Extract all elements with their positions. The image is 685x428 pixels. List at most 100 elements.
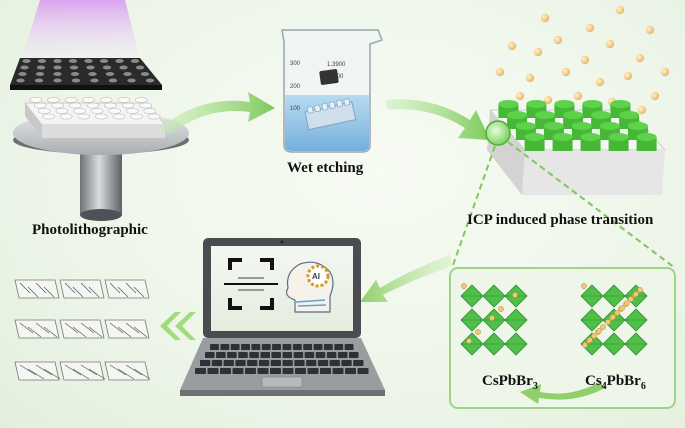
cs-ion	[614, 310, 619, 315]
icp-pillar-top	[572, 122, 592, 130]
keyboard-key	[235, 360, 245, 366]
cs-ion	[461, 283, 466, 288]
sample-thumbnail	[60, 362, 104, 380]
keyboard-key	[330, 360, 340, 366]
icp-pillar-top	[600, 122, 620, 130]
etched-pillar	[344, 99, 350, 106]
ion-particle	[574, 92, 582, 100]
icp-pillar-top	[554, 100, 574, 108]
ion-particle	[638, 106, 646, 114]
mask-hole	[127, 79, 135, 83]
substrate-pillar	[100, 97, 112, 102]
ion-particle	[624, 72, 632, 80]
substrate-pillar	[140, 103, 152, 108]
icp-pillar-top	[609, 133, 629, 141]
label-wet-etching: Wet etching	[287, 160, 363, 177]
cs-ion	[610, 314, 615, 319]
mask-hole	[100, 59, 108, 63]
keyboard-key	[308, 368, 319, 374]
cs-ion	[596, 328, 601, 333]
beaker-mark-100: 100	[290, 106, 301, 112]
ion-particle	[516, 92, 524, 100]
icp-pillar-top	[516, 122, 536, 130]
cs-ion	[624, 300, 629, 305]
formula-cspbbr3: CsPbBr	[482, 373, 533, 389]
mask-hole	[22, 59, 30, 63]
sample-thumbnail	[15, 320, 59, 338]
keyboard-key	[303, 344, 312, 350]
etched-pillar	[307, 106, 313, 113]
ion-particle	[496, 68, 504, 76]
mask-hole	[53, 72, 61, 76]
keyboard-key	[314, 344, 323, 350]
icp-pillar-top	[507, 111, 527, 119]
keyboard-key	[224, 360, 234, 366]
mask-hole	[84, 59, 92, 63]
substrate-pillar	[87, 103, 99, 108]
etched-pillar	[336, 100, 342, 107]
icp-pillar-top	[610, 100, 630, 108]
icp-pillar-top	[526, 100, 546, 108]
substrate-pillar	[95, 114, 107, 119]
cs-ion	[633, 291, 638, 296]
mask-hole	[20, 66, 28, 70]
substrate-pillar	[135, 97, 147, 102]
cs-ion	[581, 283, 586, 288]
keyboard-key	[306, 360, 316, 366]
keyboard-key	[293, 344, 302, 350]
keyboard-key	[334, 344, 343, 350]
label-photolithographic: Photolithographic	[32, 222, 148, 239]
substrate-pillar	[38, 108, 50, 113]
cs-ion	[512, 292, 517, 297]
cs-ion	[489, 315, 494, 320]
substrate-pillar	[78, 114, 90, 119]
ion-particle	[562, 68, 570, 76]
mask-hole	[115, 59, 123, 63]
cs-ion	[498, 306, 503, 311]
keyboard-key	[294, 352, 304, 358]
mask-hole	[119, 66, 127, 70]
mask-hole	[18, 72, 26, 76]
keyboard-key	[227, 352, 237, 358]
keyboard-key	[345, 368, 356, 374]
icp-pillar-top	[628, 122, 648, 130]
mask-hole	[53, 66, 61, 70]
mask-hole	[136, 66, 144, 70]
keyboard-key	[238, 352, 248, 358]
double-chevron-left-icon	[160, 312, 196, 340]
keyboard-key	[318, 360, 328, 366]
substrate-pillar	[52, 103, 64, 108]
etched-pillar	[314, 105, 320, 112]
keyboard-key	[260, 352, 270, 358]
substrate-pillar	[60, 114, 72, 119]
mask-hole	[109, 79, 117, 83]
cs4pbbr6-structure	[581, 283, 647, 355]
keyboard-key	[212, 360, 222, 366]
keyboard-key	[338, 352, 348, 358]
cs-ion	[600, 324, 605, 329]
keyboard-key	[324, 344, 333, 350]
keyboard-key	[220, 368, 231, 374]
icp-pillar-top	[535, 111, 555, 119]
photomask-icon	[10, 58, 162, 90]
sample-thumbnail	[105, 362, 149, 380]
substrate-pillar	[113, 114, 125, 119]
ion-particle	[616, 6, 624, 14]
icp-pillar-top	[619, 111, 639, 119]
arrow-to-icp	[385, 99, 490, 140]
keyboard-key	[247, 360, 257, 366]
icp-pillar-top	[591, 111, 611, 119]
mask-hole	[36, 72, 44, 76]
keyboard-key	[231, 344, 240, 350]
keyboard-key	[341, 360, 351, 366]
beaker-mark-200: 200	[290, 84, 301, 90]
icp-pillar-top	[525, 133, 545, 141]
mask-hole	[16, 79, 24, 83]
magnifier-lens	[486, 121, 510, 145]
mask-hole	[106, 72, 114, 76]
keyboard-key	[345, 344, 354, 350]
cs-ion	[619, 305, 624, 310]
arrow-to-wet-etching	[160, 92, 275, 135]
mask-hole	[53, 79, 61, 83]
spin-chuck-icon	[13, 97, 189, 221]
